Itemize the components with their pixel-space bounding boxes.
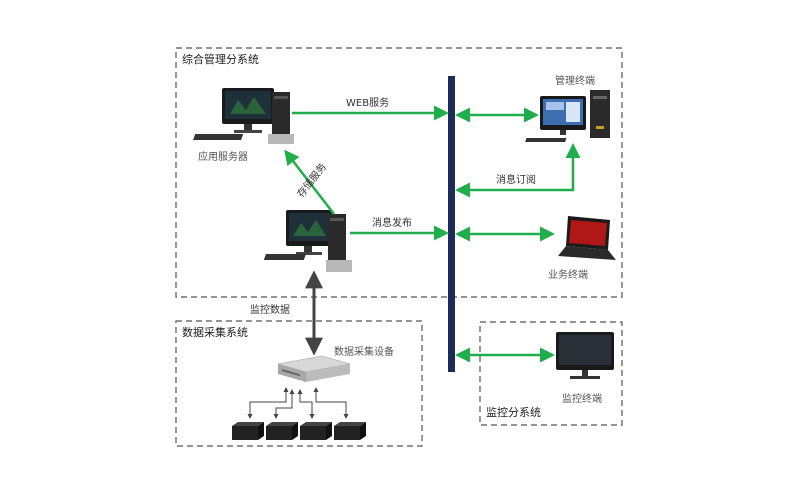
business-terminal-label: 业务终端	[548, 268, 588, 281]
storage-service-arrow	[284, 149, 335, 215]
sensor-module-icon	[334, 422, 366, 440]
network-bus	[448, 76, 455, 372]
sensor-module-icon	[300, 422, 332, 440]
monitoring-subsystem-title: 监控分系统	[486, 405, 541, 419]
management-subsystem-title: 综合管理分系统	[182, 52, 259, 66]
monitor-icon	[556, 332, 614, 379]
sensor-connectors	[247, 387, 349, 419]
data-acquisition-box-icon	[277, 355, 351, 382]
sensor-module-icon	[232, 422, 264, 440]
monitor-terminal-label: 监控终端	[562, 392, 602, 405]
app-server-label: 应用服务器	[198, 150, 248, 163]
acquisition-system-box	[175, 320, 423, 447]
acq-device-label: 数据采集设备	[334, 345, 394, 358]
laptop-icon	[558, 216, 616, 260]
monitor-data-label: 监控数据	[250, 303, 290, 316]
monitoring-subsystem-box	[479, 321, 623, 426]
storage-service-label: 存储服务	[294, 160, 329, 200]
mgmt-terminal-label: 管理终端	[555, 74, 595, 87]
msg-subscribe-arrow	[455, 143, 581, 198]
msg-publish-label: 消息发布	[372, 216, 412, 229]
desktop-computer-icon	[263, 210, 352, 272]
web-service-label: WEB服务	[346, 96, 389, 109]
desktop-computer-icon	[193, 88, 294, 144]
msg-subscribe-label: 消息订阅	[496, 173, 536, 186]
sensor-module-icon	[266, 422, 298, 440]
desktop-computer-icon	[525, 90, 610, 142]
management-subsystem-box	[175, 47, 623, 298]
acquisition-system-title: 数据采集系统	[182, 325, 248, 339]
